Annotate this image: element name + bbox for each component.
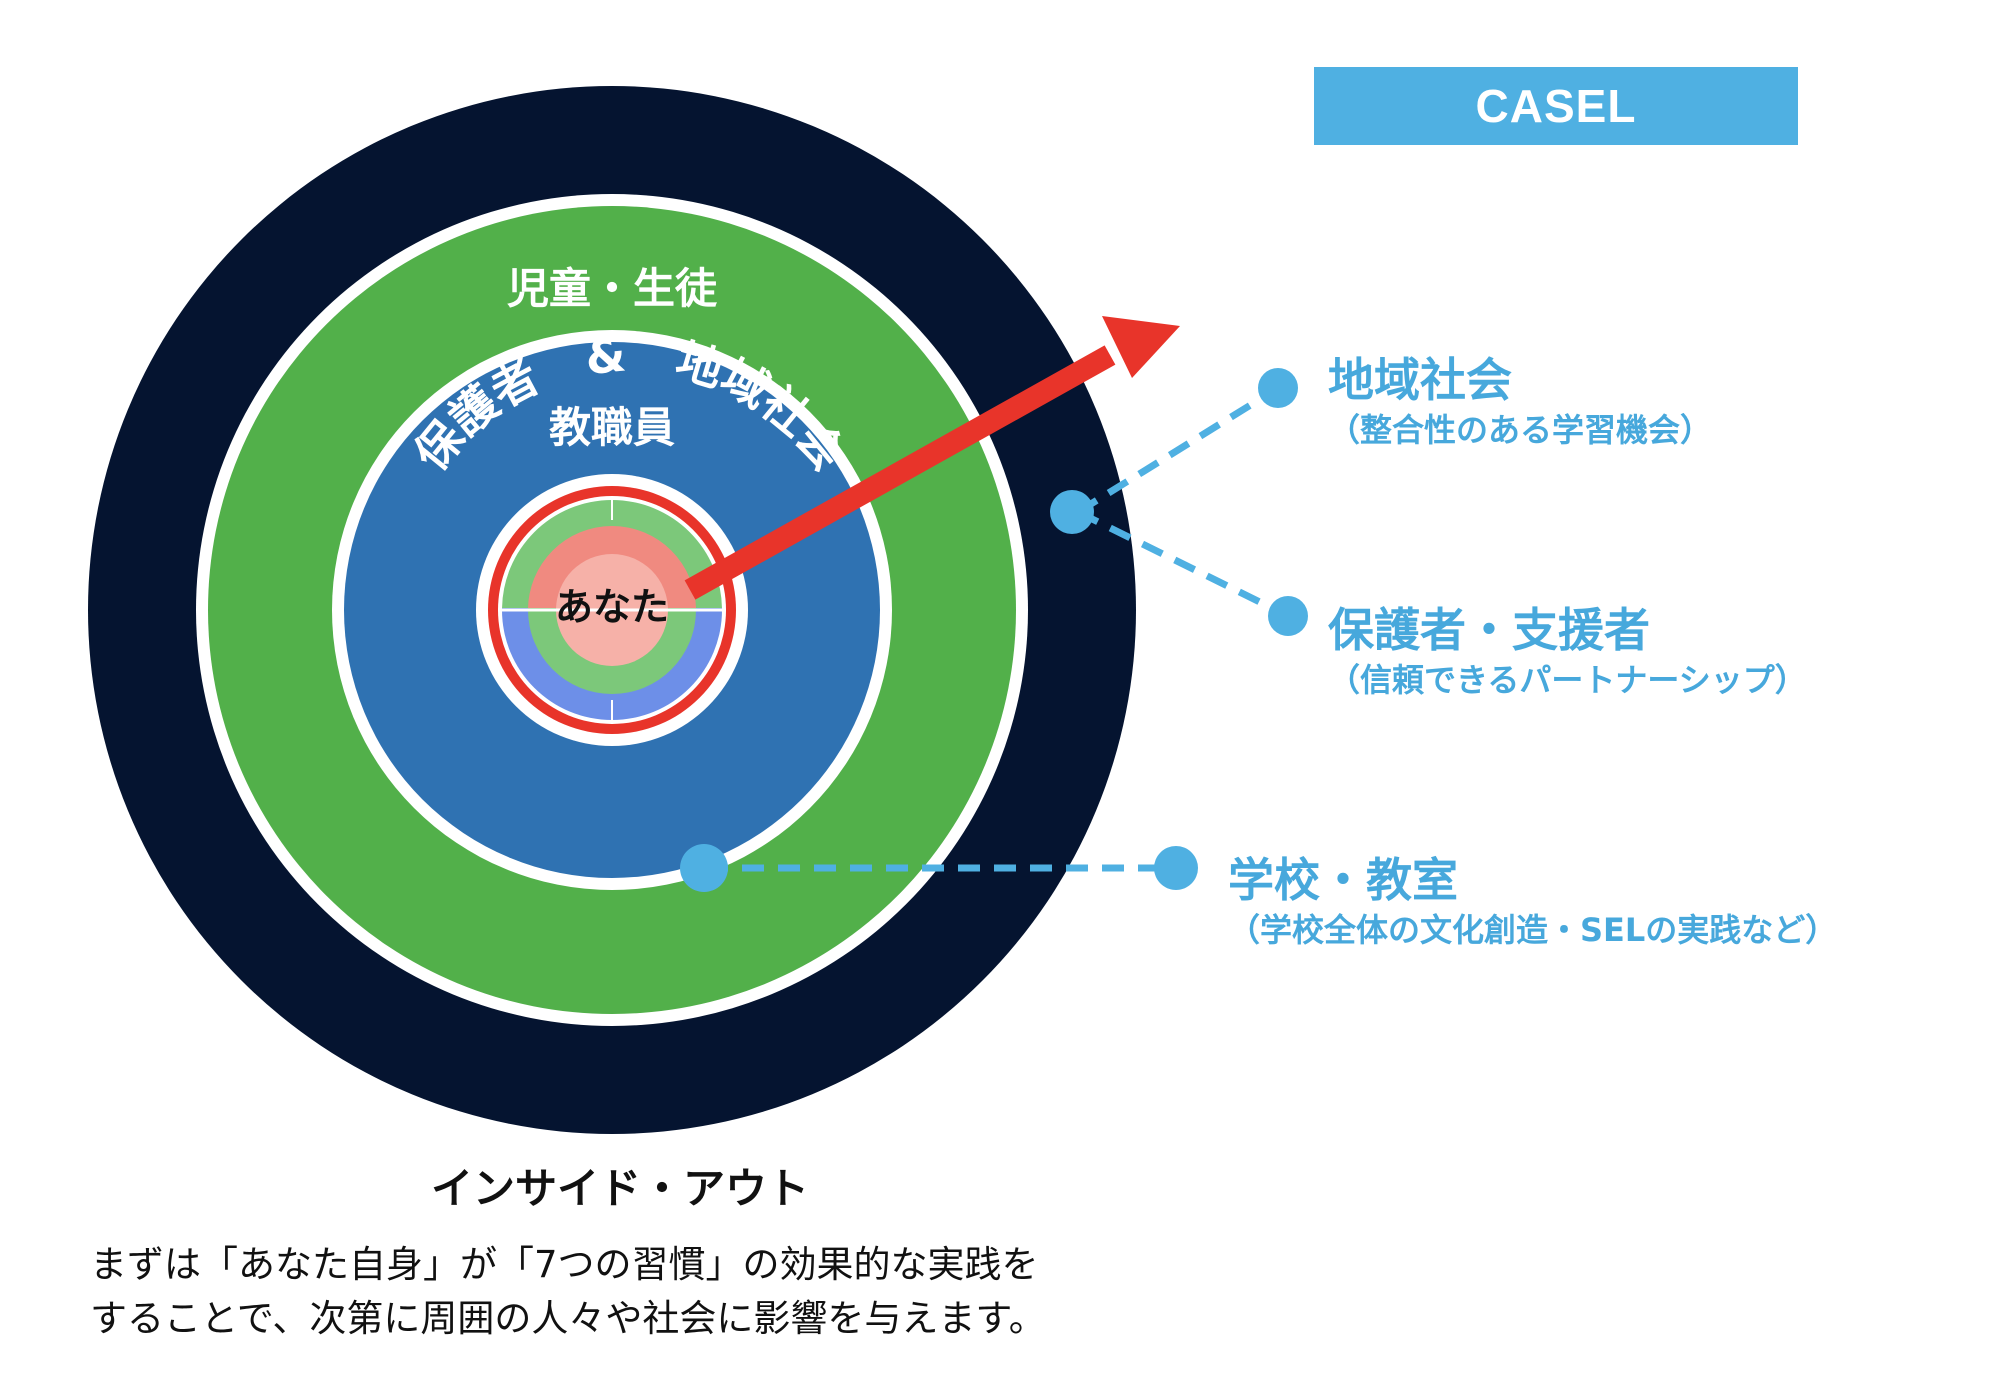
callout-guardian-title: 保護者・支援者: [1328, 603, 1650, 657]
influence-arrow: [684, 316, 1180, 600]
connector-community: [1076, 368, 1298, 515]
caption-line-2: することで、次第に周囲の人々や社会に影響を与えます。: [90, 1297, 1046, 1340]
middle-ring-label: 児童・生徒: [507, 264, 718, 313]
caption-line-1: まずは「あなた自身」が「7つの習慣」の効果的な実践を: [90, 1243, 1039, 1286]
caption-title: インサイド・アウト: [430, 1164, 809, 1213]
callout-community: 地域社会 （整合性のある学習機会）: [1328, 352, 1712, 452]
callout-community-title: 地域社会: [1328, 353, 1512, 407]
connector-node-middle: [680, 844, 728, 892]
callout-school: 学校・教室 （学校全体の文化創造・SELの実践など）: [1228, 852, 1837, 952]
callout-school-subtitle: （学校全体の文化創造・SELの実践など）: [1228, 911, 1838, 949]
connector-node-outer: [1050, 490, 1094, 534]
center-label: あなた: [555, 585, 669, 629]
inner-ring-label: 教職員: [549, 403, 675, 452]
casel-label: CASEL: [1314, 67, 1798, 145]
callout-guardian: 保護者・支援者 （信頼できるパートナーシップ）: [1328, 602, 1807, 702]
callout-school-title: 学校・教室: [1228, 853, 1458, 907]
callout-community-subtitle: （整合性のある学習機会）: [1328, 411, 1713, 449]
caption-body: まずは「あなた自身」が「7つの習慣」の効果的な実践を することで、次第に周囲の人…: [90, 1238, 1190, 1346]
center-habits-wheel: [488, 486, 736, 734]
connector-guardian: [1076, 508, 1308, 636]
connector-school: [706, 846, 1198, 890]
callout-guardian-subtitle: （信頼できるパートナーシップ）: [1328, 661, 1807, 699]
